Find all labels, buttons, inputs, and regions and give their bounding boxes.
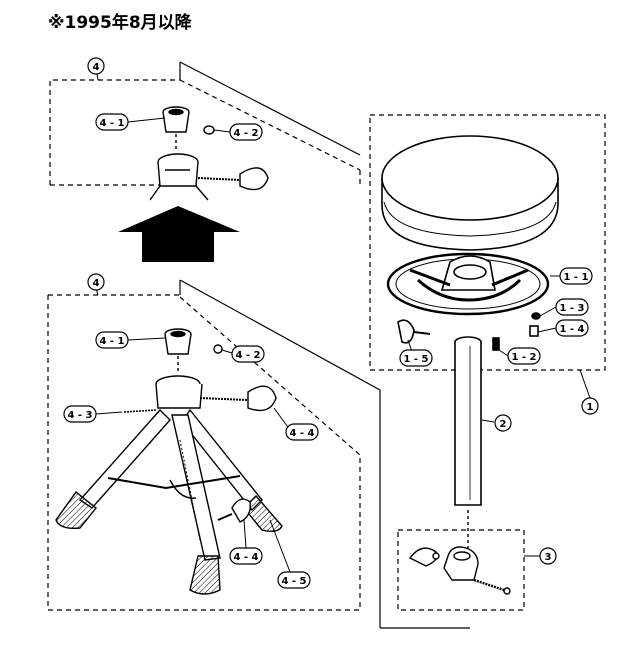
callout-label: 4 - 2: [235, 350, 260, 361]
seat-post: [454, 336, 482, 506]
callout-group-2: 2: [494, 414, 512, 432]
up-arrow: [118, 206, 240, 262]
callout-label: 4 - 3: [67, 410, 92, 421]
height-clamp-assembly: [408, 510, 511, 595]
callout-label: 1 - 1: [563, 272, 588, 283]
callout-label: 4: [93, 62, 100, 73]
callout-4-1-top: 4 - 1: [95, 113, 129, 131]
callout-1-1: 1 - 1: [559, 267, 593, 285]
top-clamp-assembly: [149, 106, 269, 201]
callout-4-2-top: 4 - 2: [229, 123, 263, 141]
callout-label: 3: [545, 552, 552, 563]
group-4-bottom-frame: [47, 279, 470, 629]
callout-1-3: 1 - 3: [555, 298, 589, 316]
callout-4-4-upper: 4 - 4: [285, 423, 319, 441]
callout-1-4: 1 - 4: [555, 319, 589, 337]
callout-label: 4 - 2: [233, 128, 258, 139]
tripod-base-assembly: [55, 328, 283, 595]
callout-label: 1 - 2: [511, 352, 536, 363]
callout-label: 4 - 4: [233, 552, 258, 563]
callout-4-4-lower: 4 - 4: [229, 547, 263, 565]
leader-lines: [95, 67, 591, 573]
callout-group-1: 1: [581, 397, 599, 415]
callout-label: 4 - 1: [99, 118, 124, 129]
callout-label: 1 - 3: [559, 303, 584, 314]
callout-1-2: 1 - 2: [507, 347, 541, 365]
callout-label: 1 - 4: [559, 324, 584, 335]
callout-4-1: 4 - 1: [95, 331, 129, 349]
callout-label: 2: [500, 419, 507, 430]
callout-label: 4 - 1: [99, 336, 124, 347]
callout-4-5: 4 - 5: [277, 571, 311, 589]
callout-group-4-bottom: 4: [87, 273, 105, 291]
diagram-title: ※1995年8月以降: [48, 13, 192, 33]
callout-label: 1: [587, 402, 594, 413]
group-4-top-frame: [49, 61, 361, 186]
callout-group-4-top: 4: [87, 57, 105, 75]
callout-4-3: 4 - 3: [63, 405, 97, 423]
seat-assembly: [381, 135, 559, 351]
callout-4-2: 4 - 2: [231, 345, 265, 363]
callout-label: 1 - 5: [403, 354, 428, 365]
callout-label: 4 - 5: [281, 576, 306, 587]
callout-group-3: 3: [539, 547, 557, 565]
callout-label: 4 - 4: [289, 428, 314, 439]
group-1-frame: [369, 114, 606, 371]
group-3-frame: [397, 529, 525, 611]
callout-1-5: 1 - 5: [399, 349, 433, 367]
callout-label: 4: [93, 278, 100, 289]
